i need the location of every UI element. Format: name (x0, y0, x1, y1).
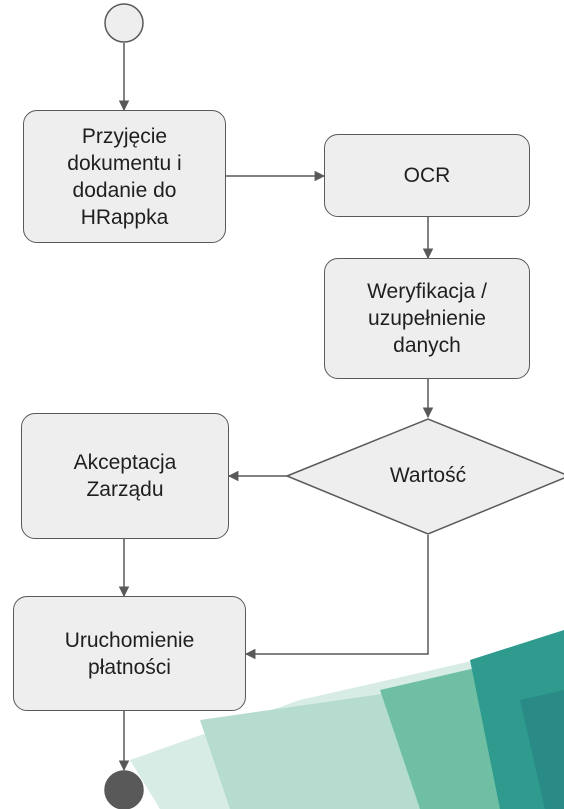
bg-shape-deep-teal (520, 690, 564, 809)
approval-step: Akceptacja Zarządu (21, 413, 229, 539)
verify-step: Weryfikacja / uzupełnienie danych (324, 258, 530, 379)
end-node (104, 770, 144, 809)
intake-step-label: Przyjęcie dokumentu i dodanie do HRappka (67, 124, 182, 229)
decision-node (285, 418, 564, 535)
verify-step-label: Weryfikacja / uzupełnienie danych (367, 280, 487, 357)
payment-step-label: Uruchomienie płatności (64, 628, 195, 679)
payment-step: Uruchomienie płatności (13, 596, 246, 711)
edge-decision-to-payment (244, 535, 429, 660)
intake-step: Przyjęcie dokumentu i dodanie do HRappka (23, 110, 226, 243)
decision-label-box: Wartość (330, 456, 526, 496)
decision-label: Wartość (389, 464, 467, 487)
approval-step-label: Akceptacja Zarządu (73, 451, 177, 501)
ocr-step-label: OCR (403, 164, 451, 187)
start-node (104, 3, 144, 43)
ocr-step: OCR (324, 134, 530, 217)
